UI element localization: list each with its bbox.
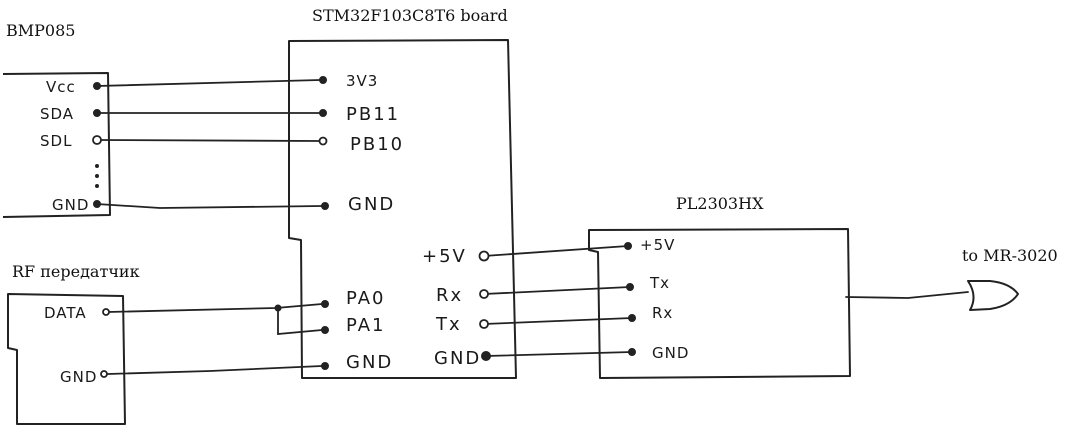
- stm-gnd-top-dot: [321, 202, 329, 210]
- stm-tx-label: Tx: [435, 314, 462, 335]
- bmp-sdl-label: SDL: [40, 132, 72, 150]
- stm-gnd-bottom-dot: [321, 362, 329, 370]
- wire-gnd-gnd: [96, 203, 323, 209]
- pl-gnd-dot: [628, 348, 636, 356]
- bmp-ellipsis-dot: [95, 164, 99, 168]
- rf-gnd-label: GND: [60, 368, 97, 386]
- pa-bridge-junction-dot: [274, 304, 282, 312]
- stm-gnd-bottom-label: GND: [346, 352, 393, 373]
- stm-pa1-dot: [321, 326, 329, 334]
- bmp-vcc-label: Vcc: [46, 78, 76, 96]
- bmp-sda-dot: [93, 109, 101, 117]
- wire-gnd-gnd-pl: [485, 351, 633, 357]
- wire-tx-rx: [483, 317, 633, 325]
- to-mr3020-label: to MR-3020: [962, 246, 1058, 265]
- wire-pa0-pa1-bridge: [277, 307, 323, 335]
- pl-gnd-label: GND: [652, 344, 689, 362]
- rf-transmitter-module-box: [7, 293, 126, 425]
- bmp-ellipsis-dot: [95, 174, 99, 178]
- rf-gnd-dot: [100, 370, 108, 378]
- stm-gnd-right-label: GND: [434, 348, 481, 369]
- pl-5v-dot: [624, 242, 632, 250]
- stm-rx-dot: [479, 289, 489, 299]
- pl-rx-dot: [628, 314, 636, 322]
- stm-pa0-label: PA0: [346, 288, 385, 309]
- stm-pa0-dot: [321, 300, 329, 308]
- wire-data-pa0: [107, 303, 323, 313]
- wire-rx-tx: [483, 286, 631, 295]
- stm-5v-label: +5V: [422, 246, 467, 267]
- bmp-sdl-dot: [92, 135, 102, 145]
- bmp-vcc-dot: [93, 82, 101, 90]
- pl-5v-label: +5V: [640, 236, 675, 254]
- wire-5v-5v: [483, 245, 629, 257]
- stm-pb10-label: PB10: [350, 134, 404, 155]
- pl2303hx-title: PL2303HX: [676, 194, 764, 213]
- pl2303hx-module-box: [588, 228, 851, 379]
- stm-rx-label: Rx: [436, 285, 463, 306]
- pl-tx-label: Tx: [649, 274, 670, 292]
- wire-rf-gnd-gnd: [107, 365, 323, 375]
- bmp085-title: BMP085: [6, 21, 76, 40]
- bmp-gnd-label: GND: [52, 196, 89, 214]
- stm-tx-dot: [479, 319, 489, 329]
- pl-tx-dot: [626, 283, 634, 291]
- bmp085-module-box: [2, 72, 111, 218]
- rf-data-dot: [102, 308, 110, 316]
- stm-pb10-dot: [318, 136, 328, 146]
- wire-vcc-3v3: [96, 79, 321, 87]
- usb-plug-icon: [967, 280, 1019, 311]
- pl-rx-label: Rx: [652, 304, 673, 322]
- stm32-board-box: [288, 39, 517, 379]
- stm32-board-title: STM32F103C8T6 board: [312, 6, 508, 25]
- stm-pb11-label: PB11: [346, 104, 400, 125]
- bmp-ellipsis-dot: [95, 184, 99, 188]
- stm-gnd-right-dot: [481, 351, 491, 361]
- stm-3v3-dot: [319, 76, 327, 84]
- wire-usb-cable: [845, 291, 969, 299]
- bmp-gnd-dot: [93, 200, 101, 208]
- stm-gnd-top-label: GND: [348, 194, 395, 215]
- wire-sdl-pb10: [96, 139, 321, 142]
- rf-data-label: DATA: [44, 304, 87, 322]
- stm-3v3-label: 3V3: [346, 72, 378, 90]
- bmp-sda-label: SDA: [40, 105, 74, 123]
- stm-5v-dot: [478, 250, 490, 262]
- stm-pa1-label: PA1: [346, 315, 385, 336]
- stm-pb11-dot: [319, 109, 327, 117]
- rf-transmitter-title: RF передатчик: [12, 262, 140, 281]
